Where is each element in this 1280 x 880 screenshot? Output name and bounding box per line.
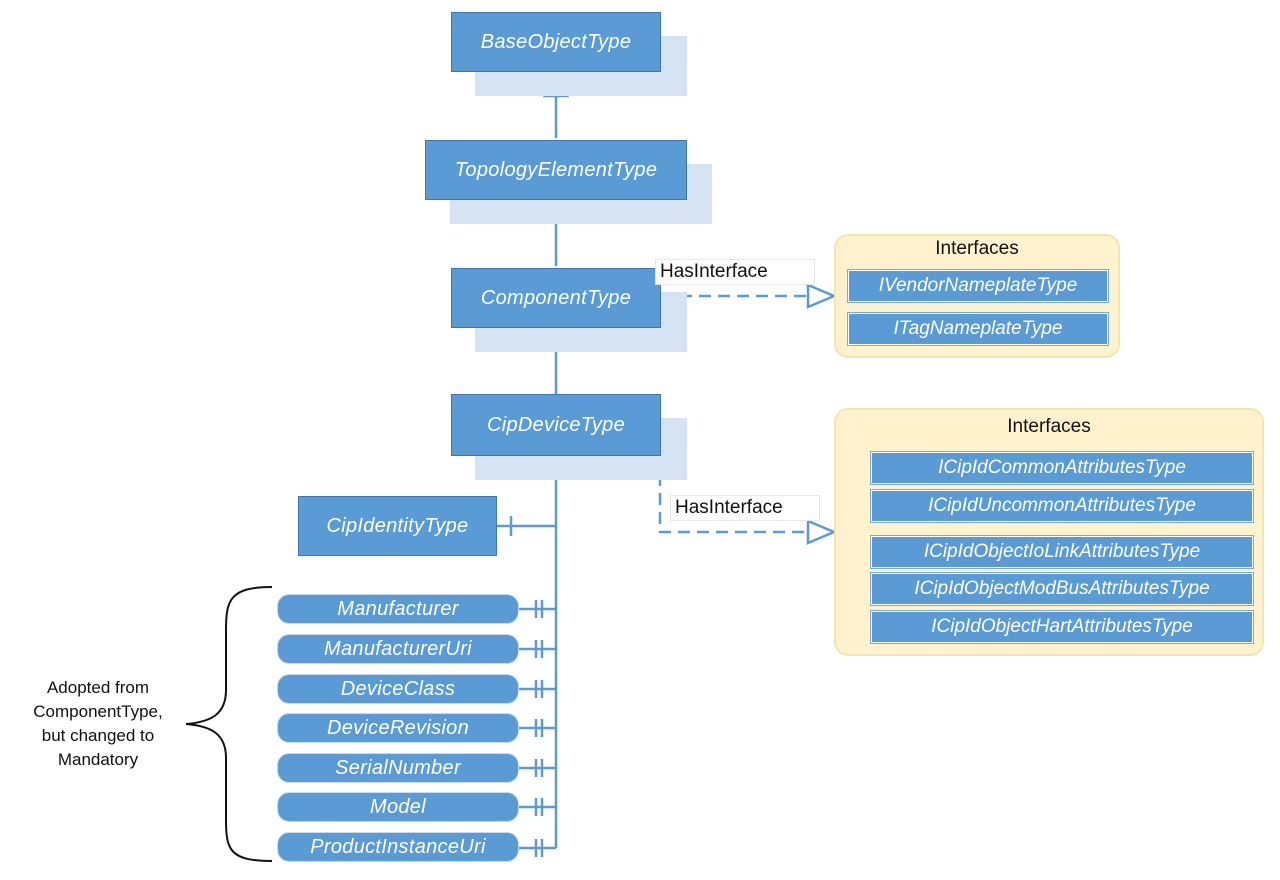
- brace: [185, 586, 273, 862]
- note-line: but changed to: [41, 726, 155, 745]
- variable-label: DeviceClass: [340, 677, 456, 700]
- has-interface-label-1: HasInterface: [655, 259, 815, 285]
- interfaces-panel-2: Interfaces ICipIdCommonAttributesType IC…: [834, 408, 1264, 656]
- variable-product-instance-uri[interactable]: ProductInstanceUri: [277, 832, 519, 862]
- variable-device-revision[interactable]: DeviceRevision: [277, 713, 519, 743]
- type-box-base[interactable]: BaseObjectType: [451, 12, 661, 72]
- interface-item-uncommon-attributes[interactable]: ICipIdUncommonAttributesType: [870, 489, 1254, 523]
- has-interface-line-2: [658, 455, 808, 534]
- has-interface-arrow-2: [806, 519, 838, 545]
- variable-label: Manufacturer: [337, 597, 459, 620]
- note-line: ComponentType,: [33, 702, 163, 721]
- note-line: Mandatory: [57, 750, 139, 769]
- variable-label: ManufacturerUri: [324, 637, 472, 660]
- note-line: Adopted from: [46, 678, 150, 697]
- variable-manufacturer[interactable]: Manufacturer: [277, 594, 519, 624]
- interface-item-iolink-attributes[interactable]: ICipIdObjectIoLinkAttributesType: [870, 535, 1254, 569]
- variable-label: DeviceRevision: [326, 716, 470, 739]
- type-label-base: BaseObjectType: [480, 30, 632, 53]
- brace-note: Adopted from ComponentType, but changed …: [8, 676, 188, 772]
- interface-item-hart-attributes[interactable]: ICipIdObjectHartAttributesType: [870, 610, 1254, 644]
- has-interface-arrow-1: [806, 283, 838, 309]
- type-label-component: ComponentType: [480, 286, 632, 309]
- variable-label: Model: [370, 795, 426, 818]
- interface-item-vendor-nameplate[interactable]: IVendorNameplateType: [847, 269, 1109, 303]
- type-label-cipdevice: CipDeviceType: [486, 413, 626, 436]
- variable-reference-lines: [519, 600, 556, 857]
- variable-device-class[interactable]: DeviceClass: [277, 674, 519, 704]
- has-interface-label-2: HasInterface: [670, 495, 820, 521]
- interfaces-title-1: Interfaces: [935, 238, 1019, 259]
- interfaces-panel-1: Interfaces IVendorNameplateType ITagName…: [834, 234, 1120, 358]
- interface-item-tag-nameplate[interactable]: ITagNameplateType: [847, 312, 1109, 346]
- interface-item-common-attributes[interactable]: ICipIdCommonAttributesType: [870, 451, 1254, 485]
- type-label-topology: TopologyElementType: [454, 158, 658, 181]
- type-box-cipdevice[interactable]: CipDeviceType: [451, 394, 661, 456]
- variable-label: ProductInstanceUri: [310, 835, 486, 858]
- interface-item-modbus-attributes[interactable]: ICipIdObjectModBusAttributesType: [870, 572, 1254, 606]
- variable-label: SerialNumber: [335, 756, 461, 779]
- type-box-component[interactable]: ComponentType: [451, 268, 661, 328]
- type-label-cipidentity: CipIdentityType: [326, 514, 469, 537]
- type-box-topology[interactable]: TopologyElementType: [425, 140, 687, 200]
- variable-model[interactable]: Model: [277, 792, 519, 822]
- variable-manufacturer-uri[interactable]: ManufacturerUri: [277, 634, 519, 664]
- interfaces-title-2: Interfaces: [1007, 416, 1091, 437]
- variable-serial-number[interactable]: SerialNumber: [277, 753, 519, 783]
- type-box-cipidentity[interactable]: CipIdentityType: [298, 496, 497, 556]
